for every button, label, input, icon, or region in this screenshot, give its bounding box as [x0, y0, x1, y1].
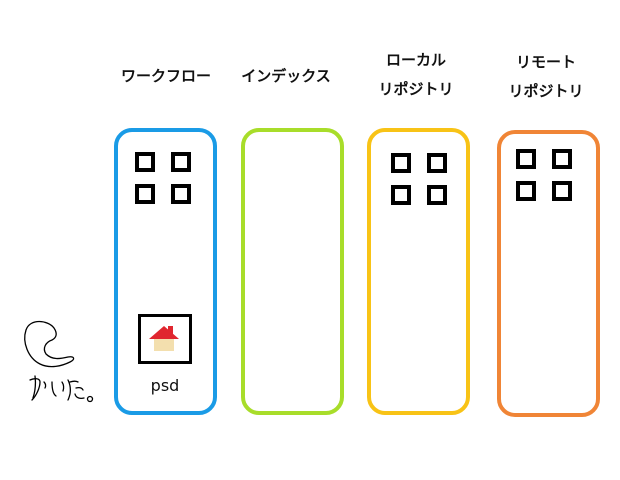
- handwritten-doodle-icon: [24, 320, 94, 403]
- title-workflow: ワークフロー: [110, 62, 222, 91]
- file-square-icon: [171, 152, 191, 172]
- file-square-icon: [516, 181, 536, 201]
- file-square-icon: [391, 153, 411, 173]
- title-local-repository: ローカル リポジトリ: [360, 46, 472, 104]
- file-square-icon: [391, 185, 411, 205]
- title-remote-repository-line-2: リポジトリ: [508, 82, 584, 100]
- column-remote-repository: [497, 130, 600, 417]
- file-square-icon: [427, 153, 447, 173]
- file-square-icon: [552, 181, 572, 201]
- column-workflow: [114, 128, 217, 415]
- column-index: [241, 128, 344, 415]
- house-icon: [149, 326, 179, 351]
- file-grid-remote-repository: [516, 149, 572, 201]
- title-index: インデックス: [230, 62, 342, 91]
- title-local-repository-line-2: リポジトリ: [378, 80, 454, 98]
- psd-file-label: psd: [150, 376, 180, 395]
- file-square-icon: [427, 185, 447, 205]
- column-local-repository: [367, 128, 470, 415]
- file-grid-local-repository: [391, 153, 447, 205]
- file-square-icon: [516, 149, 536, 169]
- file-square-icon: [135, 152, 155, 172]
- title-workflow-line-1: ワークフロー: [120, 67, 211, 85]
- file-grid-workflow: [135, 152, 191, 204]
- file-square-icon: [552, 149, 572, 169]
- psd-file-icon: [138, 314, 192, 364]
- title-local-repository-line-1: ローカル: [385, 51, 446, 69]
- file-square-icon: [135, 184, 155, 204]
- file-square-icon: [171, 184, 191, 204]
- title-index-line-1: インデックス: [241, 67, 331, 85]
- title-remote-repository-line-1: リモート: [515, 53, 576, 71]
- title-remote-repository: リモート リポジトリ: [490, 48, 602, 106]
